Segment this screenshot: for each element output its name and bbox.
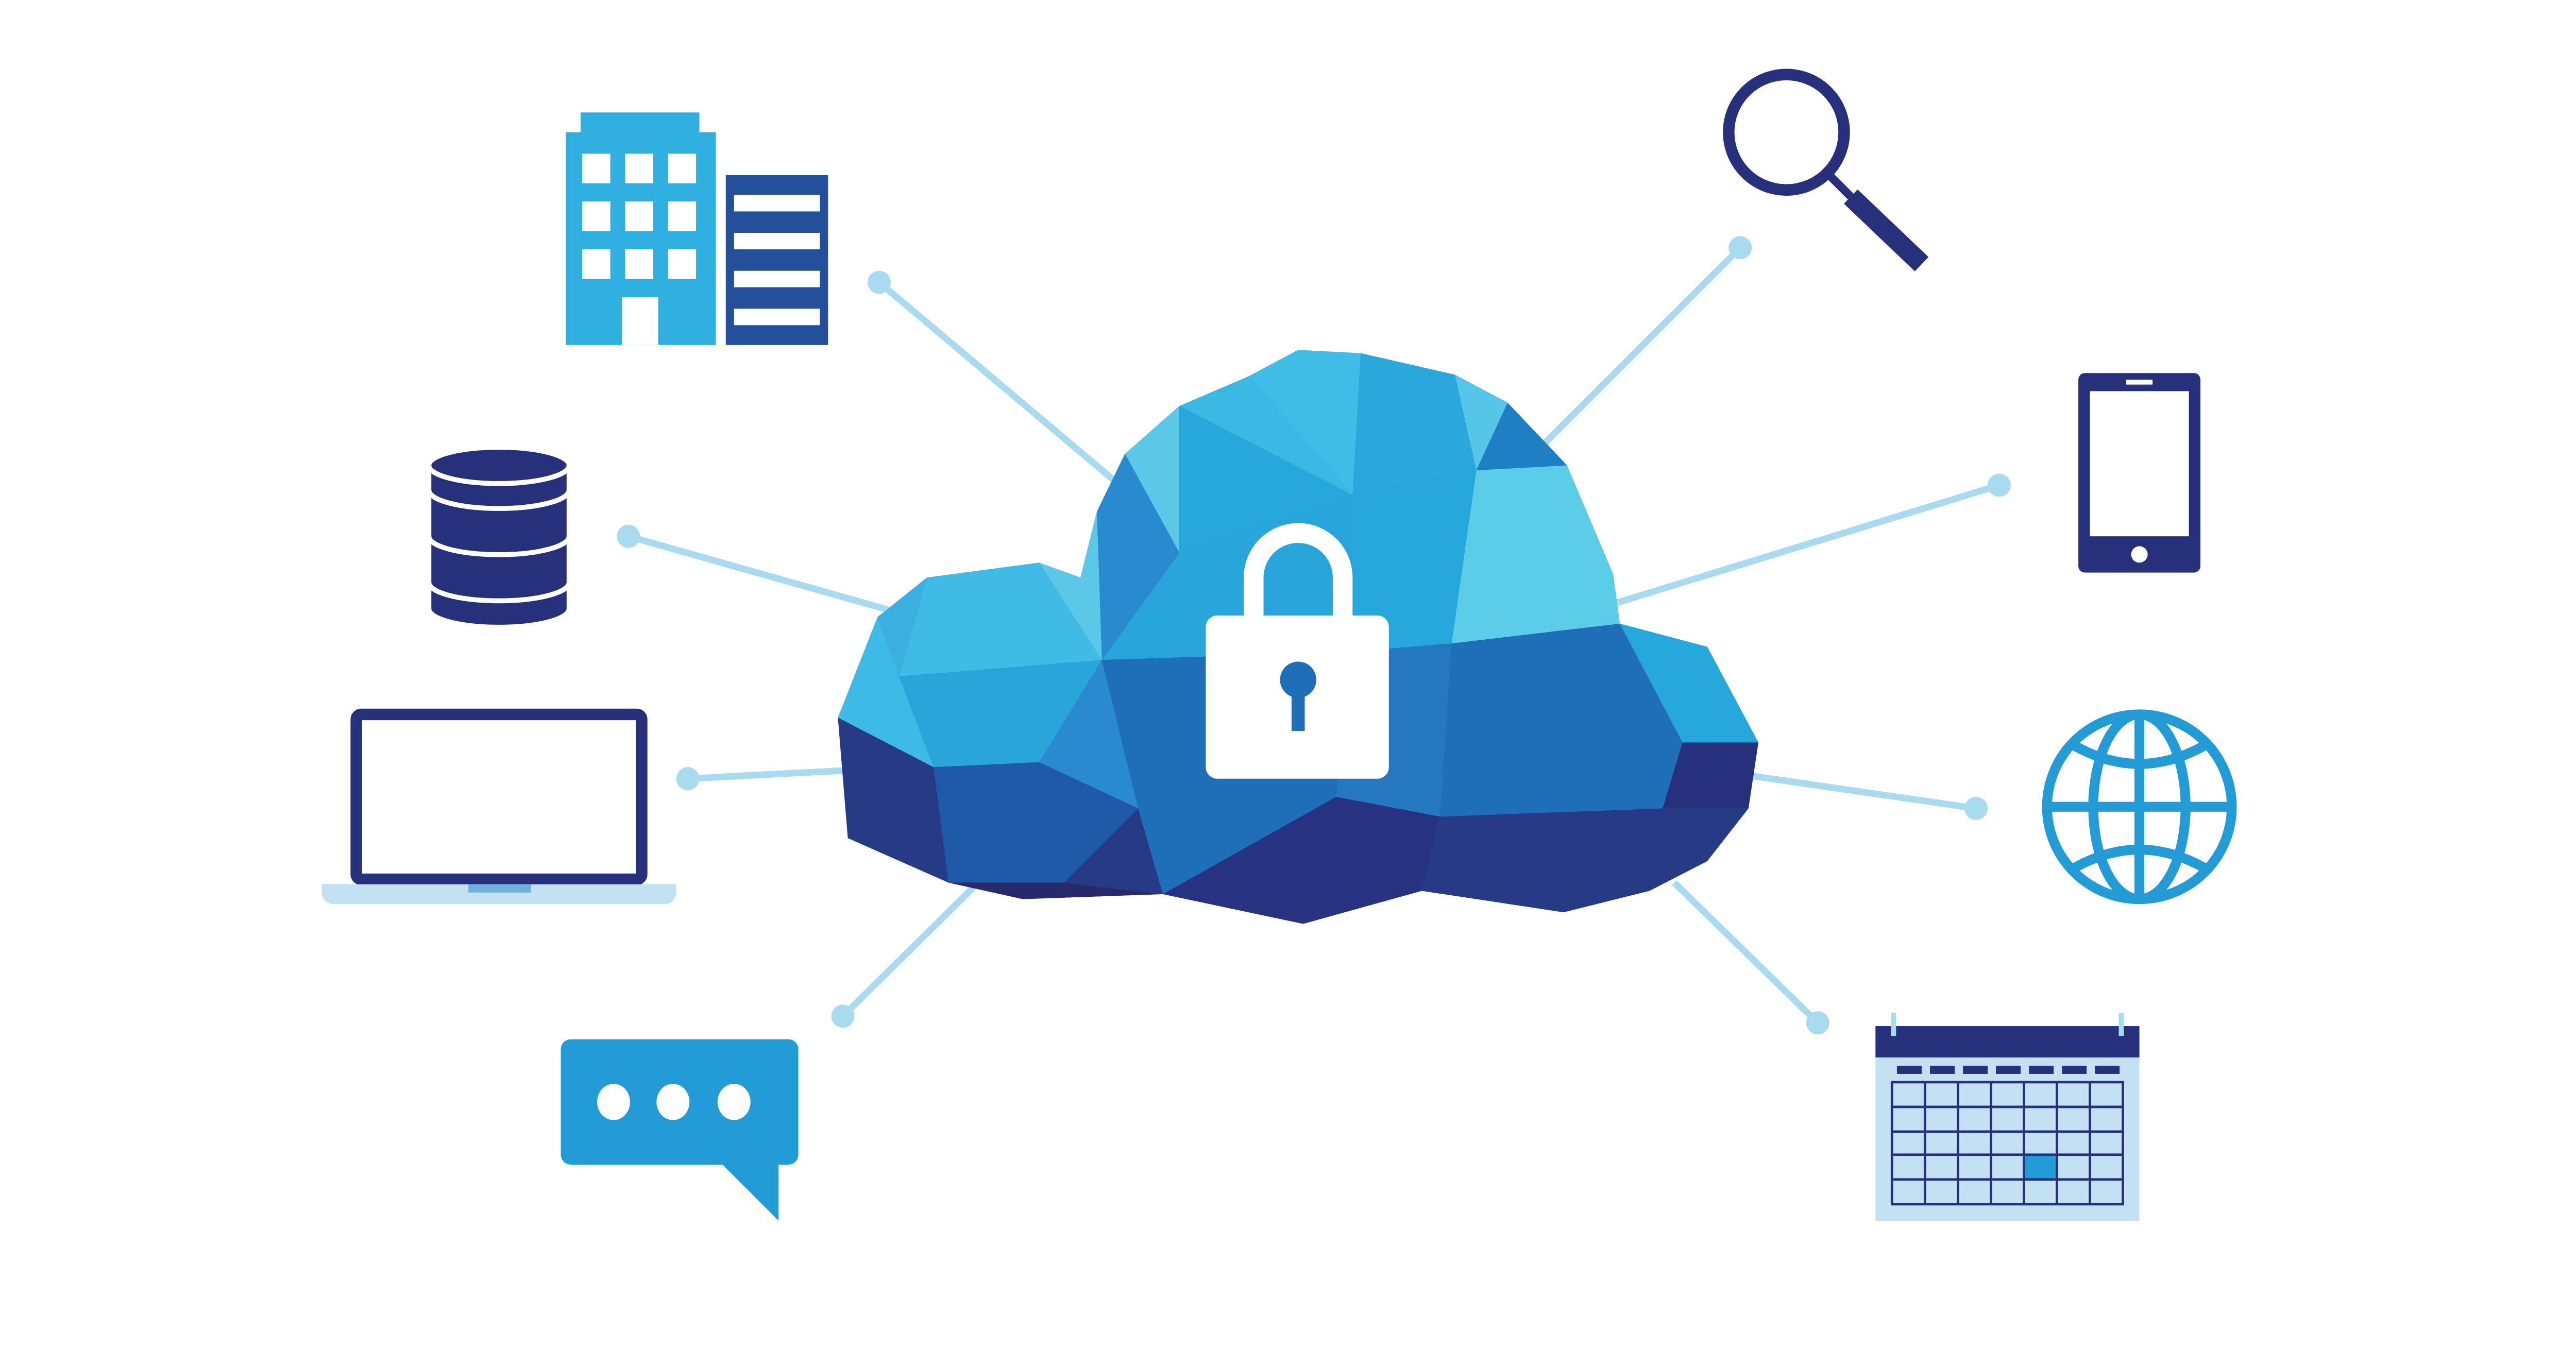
office-building-icon <box>566 112 828 345</box>
connector-line <box>1540 245 1743 448</box>
connector-dot <box>868 270 891 294</box>
database-icon <box>426 445 572 630</box>
smartphone-icon <box>2078 373 2201 573</box>
connector-line <box>1672 880 1820 1026</box>
connector-dot <box>1988 473 2011 497</box>
chat-bubble-icon <box>561 1039 799 1221</box>
connector-line <box>687 767 845 782</box>
connector-dot <box>617 524 640 548</box>
connectors <box>617 236 2011 1035</box>
connector-line <box>628 533 892 614</box>
connector-line <box>877 280 1124 490</box>
connector-dot <box>1806 1011 1829 1035</box>
connector-dot <box>831 1004 855 1028</box>
padlock-icon <box>1206 523 1389 779</box>
laptop-icon <box>321 708 676 905</box>
connector-dot <box>1964 797 1988 820</box>
magnifier-icon <box>1723 69 1929 271</box>
connector-dot <box>676 767 700 791</box>
connector-dot <box>1728 236 1752 260</box>
globe-icon <box>2042 709 2237 905</box>
connector-line <box>1612 482 2001 607</box>
connector-line <box>840 885 976 1019</box>
connector-line <box>1748 772 1977 812</box>
calendar-icon <box>1875 1013 2140 1221</box>
